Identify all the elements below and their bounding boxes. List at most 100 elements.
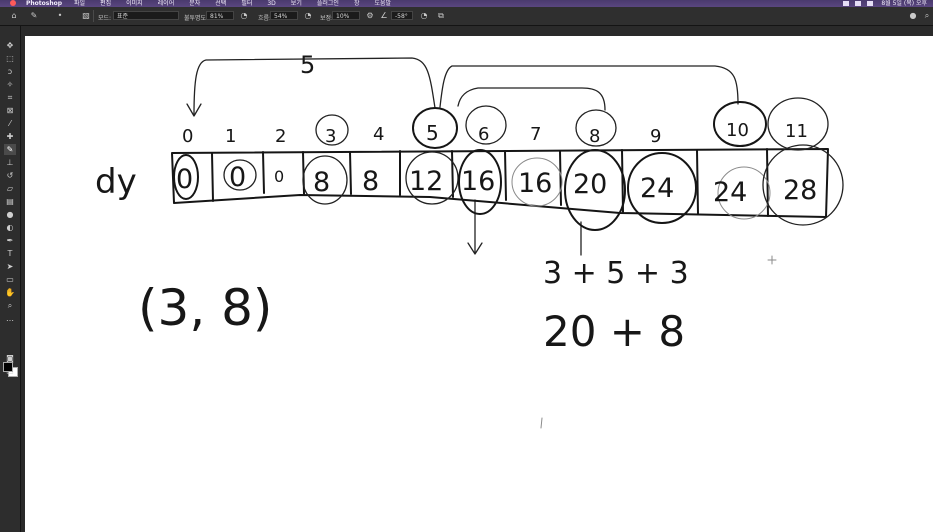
type-tool-icon[interactable]: T xyxy=(7,249,13,258)
frame-tool-icon[interactable]: ⊠ xyxy=(6,106,14,115)
cell-value: 0 xyxy=(274,167,284,186)
index-label: 8 xyxy=(589,126,600,147)
healing-tool-icon[interactable]: ✚ xyxy=(6,132,14,141)
home-icon[interactable]: ⌂ xyxy=(11,11,17,20)
down-arrow xyxy=(467,199,483,255)
apple-logo-icon[interactable] xyxy=(10,0,16,6)
mode-label: 모드: xyxy=(98,15,112,22)
flow-label: 흐름: xyxy=(258,15,272,22)
angle-icon[interactable]: ∠ xyxy=(380,11,388,20)
tuple-label: (3, 8) xyxy=(138,279,272,337)
menu-window[interactable]: 창 xyxy=(353,0,360,7)
cell-value: 20 xyxy=(573,169,607,200)
smoothing-input[interactable]: 10% xyxy=(332,11,360,20)
smoothing-label: 보정: xyxy=(320,15,334,22)
menu-help[interactable]: 도움말 xyxy=(374,0,392,7)
result-expression: 20 + 8 xyxy=(543,307,685,356)
status-icon[interactable] xyxy=(843,1,850,6)
quick-select-tool-icon[interactable]: ✧ xyxy=(6,80,14,89)
menu-image[interactable]: 이미지 xyxy=(126,0,143,7)
wifi-icon[interactable] xyxy=(855,1,862,6)
cell-value: 0 xyxy=(176,164,193,195)
menu-edit[interactable]: 편집 xyxy=(100,0,112,7)
cell-value: 0 xyxy=(229,162,246,193)
index-row: 0 1 2 3 4 5 6 7 8 9 10 11 xyxy=(182,120,808,147)
index-label: 4 xyxy=(373,124,384,145)
stamp-tool-icon[interactable]: ⊥ xyxy=(6,158,14,167)
menu-3d[interactable]: 3D xyxy=(267,0,276,7)
arrowhead-left xyxy=(186,103,202,117)
menu-file[interactable]: 파일 xyxy=(74,0,86,7)
index-label: 11 xyxy=(785,121,808,142)
arc-8-to-6 xyxy=(457,87,606,111)
blur-tool-icon[interactable]: ● xyxy=(6,210,14,219)
marquee-tool-icon[interactable]: ⬚ xyxy=(6,54,14,63)
eraser-tool-icon[interactable]: ▱ xyxy=(6,184,14,193)
crop-tool-icon[interactable]: ⌗ xyxy=(7,93,13,102)
status-area: 8월 5일 (목) 오후 xyxy=(843,0,927,7)
brush-preset-icon[interactable]: ✎ xyxy=(30,11,38,20)
menu-view[interactable]: 보기 xyxy=(290,0,302,7)
menu-select[interactable]: 선택 xyxy=(215,0,227,7)
brush-size-icon[interactable]: • xyxy=(57,11,63,20)
opacity-label: 불투명도: xyxy=(184,15,209,22)
zoom-tool-icon[interactable]: ⌕ xyxy=(7,301,13,310)
move-tool-icon[interactable]: ✥ xyxy=(6,41,14,50)
gradient-tool-icon[interactable]: ▤ xyxy=(6,197,14,206)
index-label: 6 xyxy=(478,124,489,145)
gear-icon[interactable]: ⚙ xyxy=(366,11,374,20)
cell-values: 0 0 0 8 8 12 16 16 20 24 24 28 xyxy=(176,162,817,208)
cell-value: 16 xyxy=(518,168,552,199)
opacity-input[interactable]: 81% xyxy=(206,11,234,20)
cell-value: 28 xyxy=(783,175,817,206)
app-name[interactable]: Photoshop xyxy=(26,0,63,7)
cell-value: 8 xyxy=(313,167,330,198)
array-outline xyxy=(171,148,829,218)
cell-value: 12 xyxy=(409,166,443,197)
eyedropper-tool-icon[interactable]: ⁄ xyxy=(9,119,11,128)
pressure-size-icon[interactable]: ◔ xyxy=(420,11,428,20)
tools-panel: ✥ ⬚ ↄ ✧ ⌗ ⊠ ⁄ ✚ ✎ ⊥ ↺ ▱ ▤ ● ◐ ✒ T ➤ ▭ ✋ … xyxy=(0,26,21,532)
path-select-tool-icon[interactable]: ➤ xyxy=(6,262,14,271)
foreground-color-swatch[interactable] xyxy=(3,362,13,372)
airbrush-icon[interactable]: ◔ xyxy=(304,11,312,20)
background-color-swatch[interactable] xyxy=(8,367,18,377)
arc-10-to-5 xyxy=(439,65,739,108)
search-icon[interactable]: ⌕ xyxy=(924,11,930,20)
pressure-opacity-icon[interactable]: ◔ xyxy=(240,11,248,20)
mode-select[interactable]: 표준 xyxy=(113,11,179,20)
cursor-crosshair-icon xyxy=(767,255,777,265)
symmetry-icon[interactable]: ⧉ xyxy=(438,11,444,20)
dodge-tool-icon[interactable]: ◐ xyxy=(6,223,14,232)
angle-input[interactable]: -58° xyxy=(391,11,413,20)
sum-expression: 3 + 5 + 3 xyxy=(543,256,689,291)
clock[interactable]: 8월 5일 (목) 오후 xyxy=(881,0,927,7)
array-name: dy xyxy=(95,162,137,202)
cell-value: 8 xyxy=(362,166,379,197)
history-brush-tool-icon[interactable]: ↺ xyxy=(6,171,14,180)
menu-plugins[interactable]: 플러그인 xyxy=(316,0,339,7)
flow-input[interactable]: 54% xyxy=(270,11,298,20)
cell-value: 24 xyxy=(713,177,747,208)
lasso-tool-icon[interactable]: ↄ xyxy=(7,67,13,76)
menu-bar: Photoshop 파일 편집 이미지 레이어 문자 선택 필터 3D 보기 플러그인 창 도움말 8… xyxy=(0,0,933,7)
index-label: 9 xyxy=(650,126,661,147)
quick-mask-icon[interactable]: ◙ xyxy=(6,354,14,363)
menu-layer[interactable]: 레이어 xyxy=(157,0,175,7)
pen-tool-icon[interactable]: ✒ xyxy=(6,236,14,245)
brush-tool-icon[interactable]: ✎ xyxy=(4,144,16,155)
circles xyxy=(173,97,844,231)
search-icon[interactable] xyxy=(867,1,874,6)
hand-tool-icon[interactable]: ✋ xyxy=(5,288,15,297)
menu-list: 파일 편집 이미지 레이어 문자 선택 필터 3D 보기 플러그인 창 도움말 xyxy=(74,0,406,7)
canvas[interactable] xyxy=(25,36,933,532)
rectangle-tool-icon[interactable]: ▭ xyxy=(6,275,14,284)
more-tools-icon[interactable]: … xyxy=(6,314,14,323)
options-bar: ⌂ ✎ • ▧ 모드: 표준 불투명도: 81% ◔ 흐름: 54% ◔ 보정:… xyxy=(0,7,933,26)
user-icon[interactable]: ● xyxy=(909,11,917,20)
menu-type[interactable]: 문자 xyxy=(189,0,201,7)
menu-filter[interactable]: 필터 xyxy=(241,0,253,7)
brush-settings-icon[interactable]: ▧ xyxy=(82,11,90,20)
index-label: 1 xyxy=(225,126,236,147)
